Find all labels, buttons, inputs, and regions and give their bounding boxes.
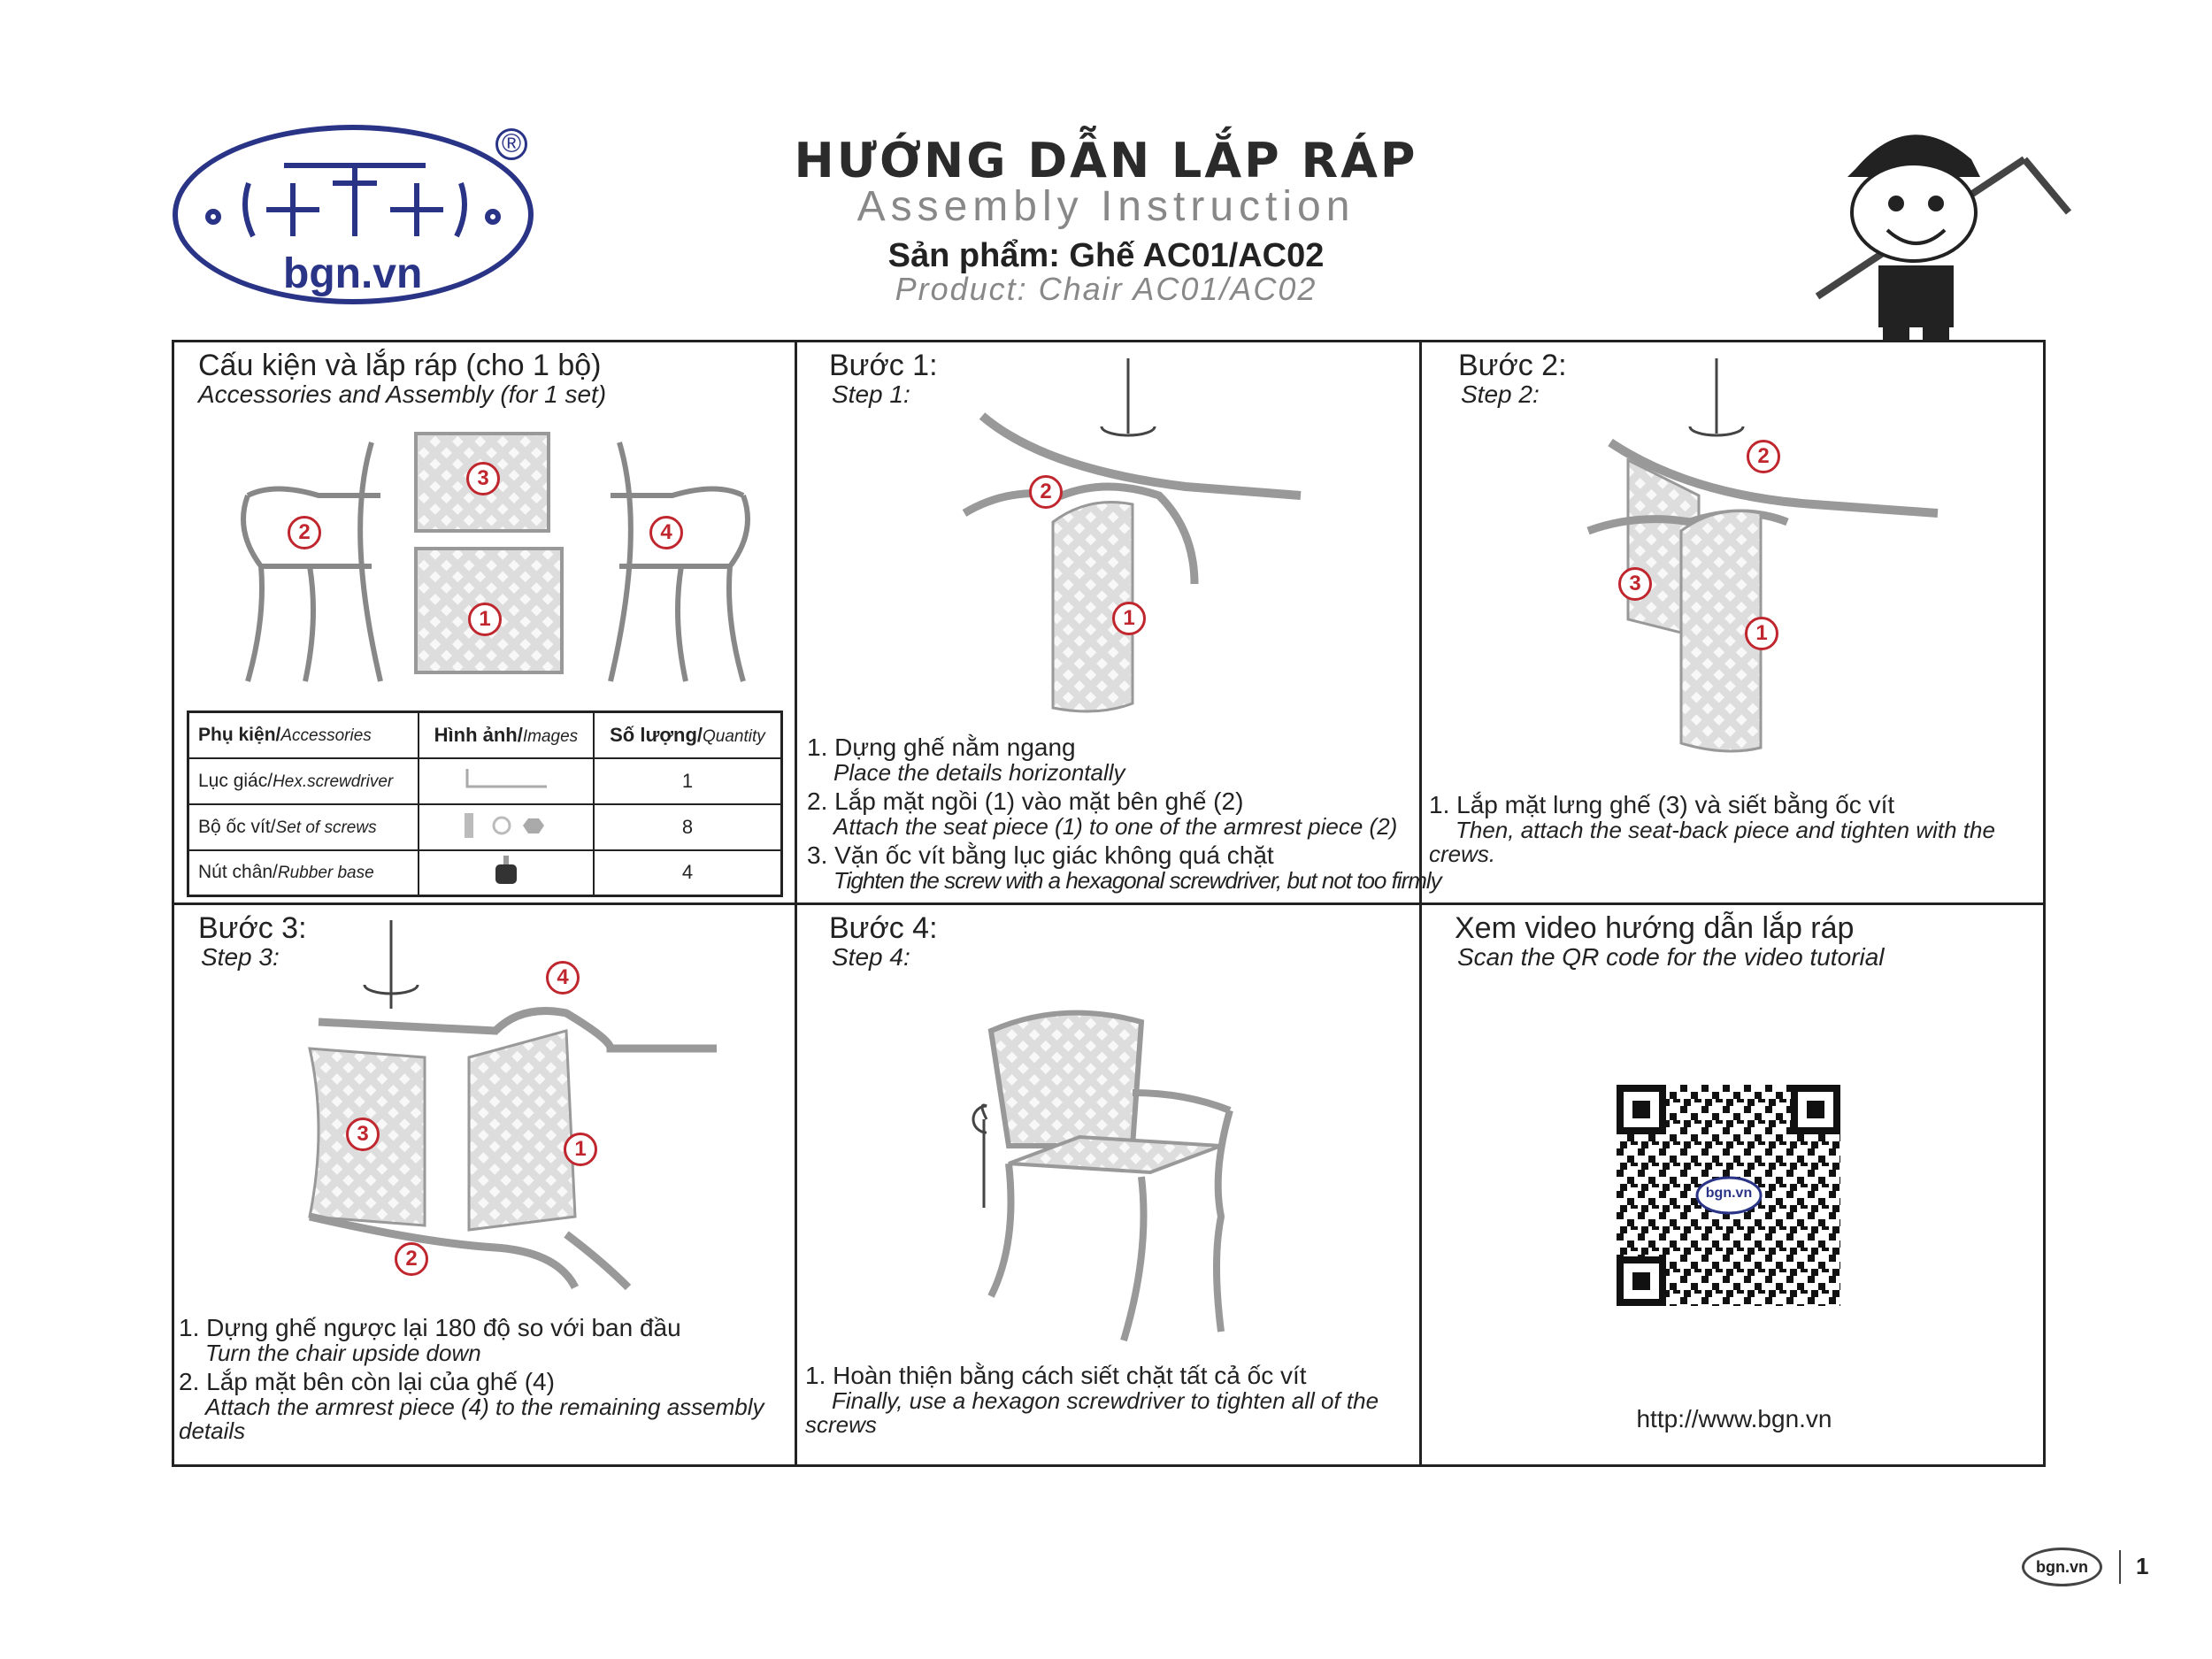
logo-mark-icon [205, 163, 501, 238]
step2-subtitle: Step 2: [1461, 380, 1540, 408]
part-badge: 3 [346, 1118, 380, 1151]
video-title: Xem video hướng dẫn lắp ráp [1455, 911, 1855, 945]
logo-text: bgn.vn [283, 250, 423, 297]
table-header: Phụ kiện/Accessories [187, 710, 419, 759]
step4-title: Bước 4: [829, 911, 938, 945]
screw-set-icon [417, 803, 595, 851]
step-text: 3. Vặn ốc vít bằng lục giác không quá ch… [807, 841, 1274, 869]
table-header: Hình ảnh/Images [417, 710, 595, 759]
step-text-en: Turn the chair upside down [205, 1340, 481, 1366]
accessory-name: Nút chân/Rubber base [187, 849, 419, 897]
step-text-en: Finally, use a hexagon screwdriver to ti… [805, 1387, 1379, 1438]
part-badge: 2 [395, 1242, 428, 1276]
table-header-row: Phụ kiện/Accessories Hình ảnh/Images Số … [187, 710, 783, 759]
part-badge: 4 [546, 961, 580, 995]
step-text: 1. Lắp mặt lưng ghế (3) và siết bằng ốc … [1429, 791, 1895, 818]
part-badge: 1 [468, 603, 502, 636]
part-badge: 2 [1747, 440, 1780, 473]
accessory-name: Bộ ốc vít/Set of screws [187, 803, 419, 851]
table-header: Số lượng/Quantity [592, 710, 783, 759]
part-badge: 1 [564, 1133, 597, 1166]
hex-key-icon [417, 757, 595, 805]
accessories-table: Phụ kiện/Accessories Hình ảnh/Images Số … [187, 710, 783, 897]
step2-title: Bước 2: [1458, 349, 1567, 382]
qr-logo-label: bgn.vn [1705, 1186, 1753, 1201]
divider [172, 902, 2046, 905]
step-text: 2. Lắp mặt bên còn lại của ghế (4) [179, 1368, 555, 1395]
part-badge: 3 [466, 462, 500, 495]
qr-code[interactable]: bgn.vn [1617, 1085, 1840, 1306]
step-text-en: Tighten the screw with a hexagonal screw… [833, 867, 1442, 894]
product-en: Product: Chair AC01/AC02 [895, 271, 1317, 307]
step4-subtitle: Step 4: [832, 943, 910, 971]
product-vi: Sản phẩm: Ghế AC01/AC02 [887, 237, 1325, 274]
accessory-name: Lục giác/Hex.screwdriver [187, 757, 419, 805]
registered-mark: ® [495, 128, 527, 160]
title-vi: HƯỚNG DẪN LẮP RÁP [794, 133, 1418, 188]
table-row: Nút chân/Rubber base 4 [187, 849, 783, 897]
step-text-en: Attach the seat piece (1) to one of the … [833, 813, 1398, 840]
step2-illustration [1586, 358, 1939, 753]
step-text: 1. Dựng ghế ngược lại 180 độ so với ban … [179, 1314, 681, 1341]
footer-logo: bgn.vn [2022, 1548, 2102, 1586]
accessories-title: Cấu kiện và lắp ráp (cho 1 bộ) [198, 349, 602, 382]
step3-illustration [308, 920, 717, 1291]
step-text-en: Place the details horizontally [833, 759, 1125, 786]
accessory-qty: 8 [592, 803, 783, 851]
rubber-base-icon [417, 849, 595, 897]
table-row: Lục giác/Hex.screwdriver 1 [187, 757, 783, 805]
qr-code-icon [1617, 1085, 1840, 1306]
step1-illustration [962, 358, 1302, 713]
step-text-en: Then, attach the seat-back piece and tig… [1429, 817, 1995, 867]
step4-chair-illustration [972, 1010, 1233, 1342]
part-badge: 3 [1618, 567, 1652, 601]
step3-subtitle: Step 3: [201, 943, 280, 971]
step3-title: Bước 3: [198, 911, 307, 945]
step2-instructions: 1. Lắp mặt lưng ghế (3) và siết bằng ốc … [1429, 792, 2039, 866]
accessory-qty: 4 [592, 849, 783, 897]
mascot-icon [1815, 134, 2072, 341]
step-text: 2. Lắp mặt ngồi (1) vào mặt bên ghế (2) [807, 787, 1244, 815]
website-link[interactable]: http://www.bgn.vn [1636, 1405, 1832, 1432]
step-text: 1. Hoàn thiện bằng cách siết chặt tất cả… [805, 1362, 1307, 1389]
page-number: 1 [2136, 1553, 2149, 1579]
accessories-subtitle: Accessories and Assembly (for 1 set) [198, 380, 607, 408]
step4-instructions: 1. Hoàn thiện bằng cách siết chặt tất cả… [805, 1363, 1416, 1437]
video-subtitle: Scan the QR code for the video tutorial [1457, 943, 1885, 971]
step3-instructions: 1. Dựng ghế ngược lại 180 độ so với ban … [179, 1315, 789, 1443]
part-badge: 1 [1112, 602, 1146, 635]
step1-title: Bước 1: [829, 349, 938, 382]
step-text-en: Attach the armrest piece (4) to the rema… [179, 1394, 764, 1444]
step1-instructions: 1. Dựng ghế nằm ngang Place the details … [807, 733, 1442, 894]
part-badge: 1 [1745, 617, 1778, 650]
part-badge: 2 [1029, 475, 1063, 509]
step-text: 1. Dựng ghế nằm ngang [807, 733, 1076, 761]
step1-subtitle: Step 1: [832, 380, 910, 408]
title-en: Assembly Instruction [856, 183, 1356, 230]
accessory-qty: 1 [592, 757, 783, 805]
part-badge: 4 [649, 516, 683, 549]
footer-divider [2119, 1550, 2121, 1584]
table-row: Bộ ốc vít/Set of screws 8 [187, 803, 783, 851]
brand-logo [173, 125, 534, 304]
part-badge: 2 [288, 516, 321, 549]
chair-parts-illustration [241, 432, 750, 682]
